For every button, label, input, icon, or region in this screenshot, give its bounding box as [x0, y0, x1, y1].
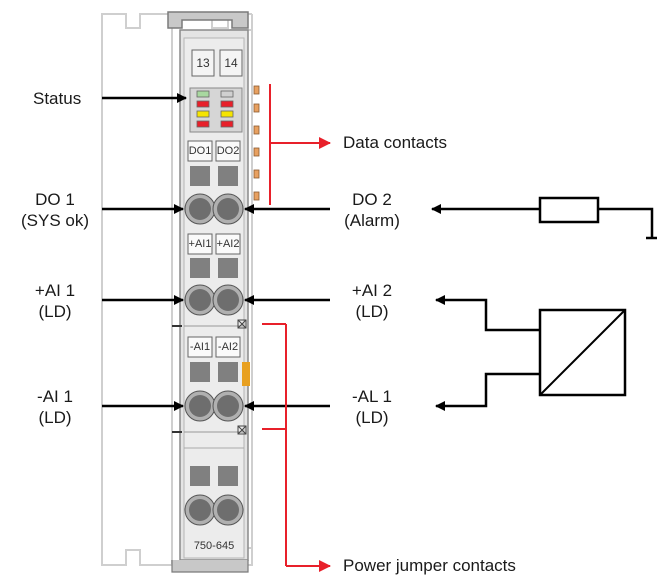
terminal-bottom-1 — [184, 494, 216, 526]
connector-14-label: 14 — [224, 56, 238, 70]
slot-plus-ai2-label: +AI2 — [216, 238, 240, 250]
sensor-minus-wire — [435, 372, 540, 411]
led-red-2 — [220, 100, 234, 108]
led-grey — [220, 90, 234, 98]
release-button-minus-ai2 — [218, 362, 238, 382]
label-power-jumper: Power jumper contacts — [343, 556, 516, 575]
label-do2: DO 2 — [352, 190, 392, 209]
connector-14-block — [219, 49, 243, 77]
sensor-converter-diagonal — [539, 309, 626, 396]
top-latch — [167, 11, 249, 29]
label-do1: DO 1 — [35, 190, 75, 209]
release-button-minus-ai1 — [190, 362, 210, 382]
label-ai1-plus-sub: (LD) — [38, 302, 72, 321]
label-ai2-plus-sub: (LD) — [355, 302, 389, 321]
label-ai1-minus-sub: (LD) — [38, 408, 72, 427]
slot-do2-label: DO2 — [216, 145, 240, 157]
slot-do1-box — [187, 140, 213, 162]
led-yellow-2 — [220, 110, 234, 118]
label-ai1-minus: -AI 1 — [37, 387, 73, 406]
label-status: Status — [33, 89, 82, 108]
slot-do1-label: DO1 — [188, 145, 212, 157]
alarm-ground-wire — [598, 207, 654, 238]
label-al1-minus-sub: (LD) — [355, 408, 389, 427]
connector-13-label: 13 — [196, 56, 210, 70]
terminal-minus-ai2 — [212, 390, 244, 422]
led-red-3 — [196, 120, 210, 128]
release-button-plus-ai1 — [190, 258, 210, 278]
label-do1-sub: (SYS ok) — [20, 211, 90, 230]
slot-plus-ai1-label: +AI1 — [188, 238, 212, 250]
alarm-load-resistor — [538, 196, 600, 224]
slot-minus-ai1-box — [187, 336, 213, 358]
orange-contact — [242, 362, 250, 386]
terminal-minus-ai1 — [184, 390, 216, 422]
label-data-contacts: Data contacts — [343, 133, 447, 152]
release-button-plus-ai2 — [218, 258, 238, 278]
data-contact-pins — [253, 85, 260, 201]
terminal-plus-ai2 — [212, 284, 244, 316]
slot-plus-ai1-box — [187, 233, 213, 255]
slot-minus-ai2-box — [215, 336, 241, 358]
terminal-plus-ai1 — [184, 284, 216, 316]
model-number: 750-645 — [193, 540, 235, 552]
sensor-plus-wire — [435, 295, 540, 332]
slot-plus-ai2-box — [215, 233, 241, 255]
label-ai1-plus: +AI 1 — [34, 281, 76, 300]
led-yellow-1 — [196, 110, 210, 118]
label-do2-sub: (Alarm) — [344, 211, 400, 230]
led-red-4 — [220, 120, 234, 128]
connector-13-block — [191, 49, 215, 77]
terminal-do2 — [212, 193, 244, 225]
slot-minus-ai2-label: -AI2 — [217, 341, 239, 353]
slot-do2-box — [215, 140, 241, 162]
terminal-do1 — [184, 193, 216, 225]
slot-minus-ai1-label: -AI1 — [189, 341, 211, 353]
release-button-do2 — [218, 166, 238, 186]
label-ai2-plus: +AI 2 — [351, 281, 393, 300]
release-button-bottom-1 — [190, 466, 210, 486]
led-green — [196, 90, 210, 98]
power-jumper-contact-1 — [237, 319, 247, 329]
release-button-do1 — [190, 166, 210, 186]
led-red-1 — [196, 100, 210, 108]
label-al1-minus: -AL 1 — [351, 387, 393, 406]
power-jumper-contact-2 — [237, 425, 247, 435]
bottom-latch — [171, 560, 249, 573]
release-button-bottom-2 — [218, 466, 238, 486]
terminal-bottom-2 — [212, 494, 244, 526]
